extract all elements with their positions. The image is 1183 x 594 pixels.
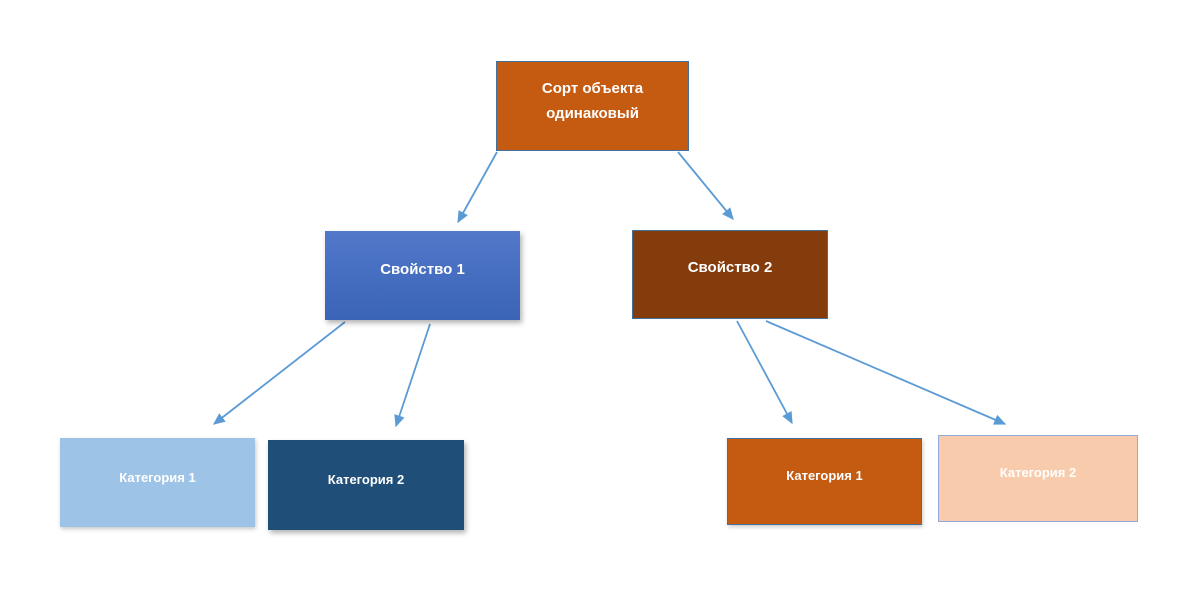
node-category-2-right-label: Категория 2 [999, 465, 1077, 480]
node-category-2-left-label: Категория 2 [327, 472, 405, 487]
arrow-root-to-property1 [457, 151, 498, 224]
node-root: Сорт объекта одинаковый [496, 61, 689, 151]
arrow-property2-to-category1 [736, 320, 793, 425]
arrow-root-to-property2 [677, 151, 734, 220]
arrow-property1-to-category2 [394, 323, 431, 428]
node-property-1: Свойство 1 [325, 231, 520, 320]
node-category-2-left: Категория 2 [268, 440, 464, 530]
node-property-2-label: Свойство 2 [687, 259, 773, 276]
node-category-1-right-label: Категория 1 [786, 468, 863, 483]
node-category-1-left: Категория 1 [60, 438, 255, 527]
node-root-label: Сорт объекта одинаковый [541, 79, 644, 122]
node-category-1-right: Категория 1 [727, 438, 922, 525]
node-category-2-right: Категория 2 [938, 435, 1138, 522]
arrow-property2-to-category2 [765, 320, 1007, 425]
node-category-1-left-label: Категория 1 [119, 469, 196, 485]
node-property-1-label: Свойство 1 [380, 261, 465, 278]
arrow-property1-to-category1 [213, 321, 346, 425]
node-property-2: Свойство 2 [632, 230, 828, 319]
